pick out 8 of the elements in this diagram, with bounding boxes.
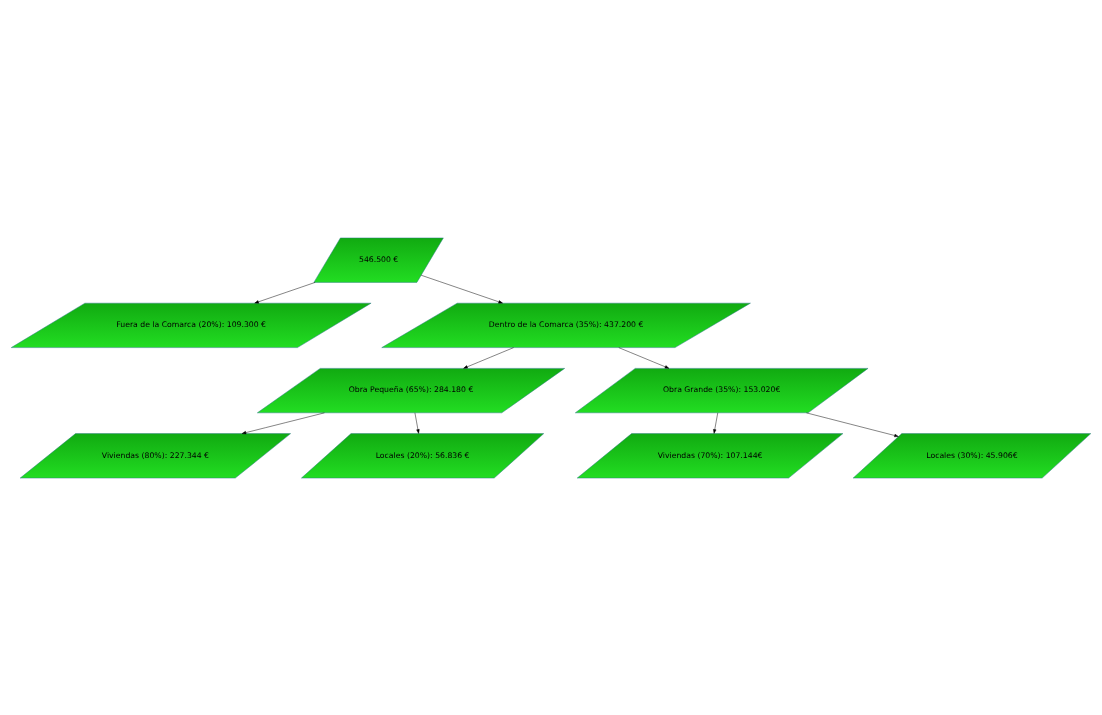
arrow	[254, 281, 316, 303]
arrow	[414, 412, 420, 434]
arrow	[241, 412, 325, 434]
arrow	[806, 412, 899, 437]
arrow	[713, 412, 718, 434]
arrow	[618, 346, 670, 369]
arrow	[420, 274, 503, 303]
arrow	[463, 346, 514, 369]
